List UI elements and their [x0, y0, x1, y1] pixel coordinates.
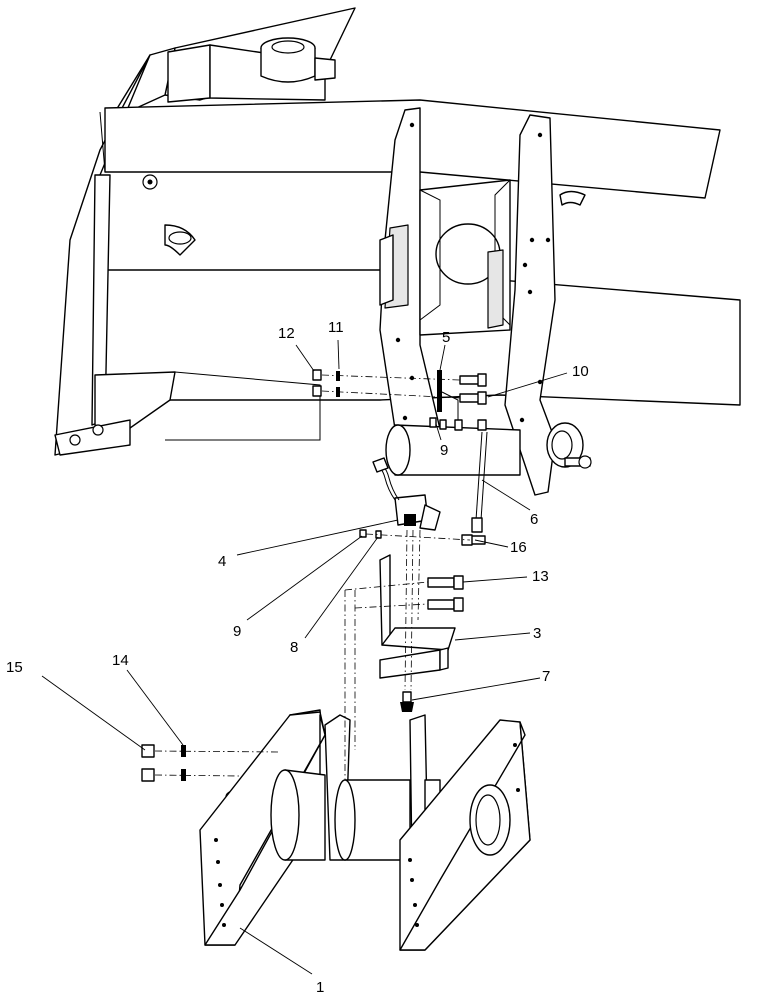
callout-3: 3 [533, 625, 541, 642]
assembly-lines [154, 374, 471, 780]
guard-plate [312, 369, 487, 712]
callout-5: 5 [442, 329, 450, 346]
callout-15: 15 [6, 659, 23, 676]
callout-11: 11 [328, 319, 344, 336]
callout-4: 4 [218, 553, 226, 570]
callout-13: 13 [532, 568, 549, 585]
callout-9-lower: 9 [233, 623, 241, 640]
callout-1: 1 [316, 979, 324, 996]
leader-lines [41, 339, 568, 975]
mounting-bracket [379, 107, 592, 496]
callout-7: 7 [542, 668, 550, 685]
callout-14: 14 [112, 652, 129, 669]
callout-8: 8 [290, 639, 298, 656]
axle-bracket [141, 709, 531, 951]
callout-12: 12 [278, 325, 295, 342]
callout-6: 6 [530, 511, 538, 528]
callout-16: 16 [510, 539, 527, 556]
callouts: 12 11 5 10 9 6 4 16 13 9 8 3 15 14 7 1 [6, 319, 589, 996]
sensor-assembly [359, 370, 488, 546]
callout-9-upper: 9 [440, 442, 448, 459]
callout-10: 10 [572, 363, 589, 380]
